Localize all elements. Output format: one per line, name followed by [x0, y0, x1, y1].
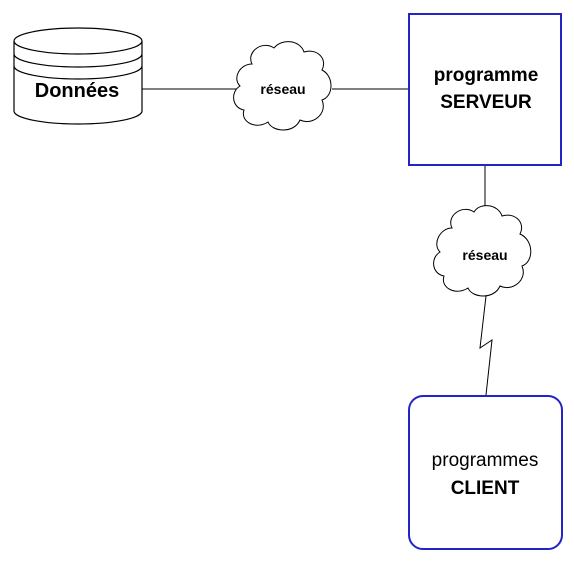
- client-box: programmes CLIENT: [408, 395, 563, 550]
- network-cloud-right: réseau: [433, 205, 532, 297]
- client-line1: programmes: [432, 450, 539, 471]
- network-right-label: réseau: [462, 247, 507, 263]
- network-cloud-top: réseau: [233, 41, 332, 131]
- server-line1: programme: [434, 65, 539, 86]
- network-top-label: réseau: [260, 81, 305, 97]
- database-cylinder: Données: [13, 27, 143, 125]
- server-line2: SERVEUR: [440, 92, 532, 113]
- server-box: programme SERVEUR: [408, 13, 562, 166]
- lightning-connector-network-client: [479, 295, 493, 396]
- database-label: Données: [35, 80, 119, 102]
- client-line2: CLIENT: [451, 478, 520, 499]
